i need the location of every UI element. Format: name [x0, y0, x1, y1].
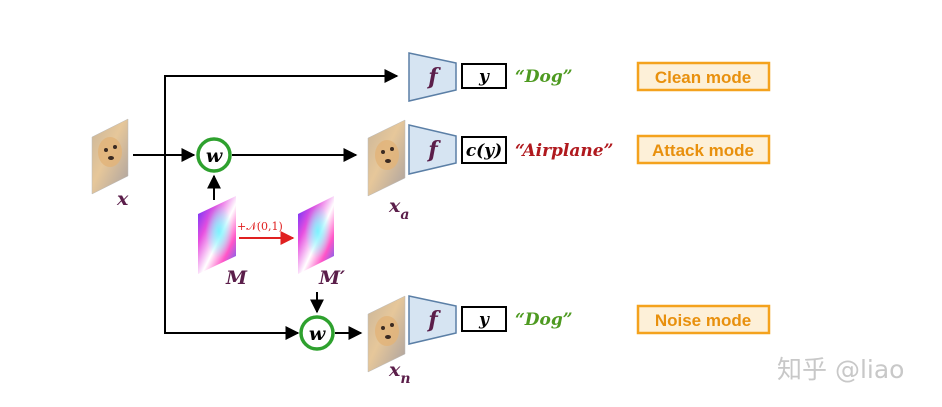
output-box-clean: y — [461, 63, 507, 89]
svg-text:y: y — [478, 67, 490, 87]
svg-text:y: y — [478, 310, 490, 330]
mask-label: M — [225, 267, 248, 289]
mask-noisy-image — [298, 196, 334, 274]
svg-text:w: w — [309, 323, 326, 345]
classifier-attack: f — [408, 124, 457, 175]
mode-noise-badge: Noise mode — [636, 304, 771, 335]
input-image — [91, 118, 129, 195]
mode-clean-badge: Clean mode — [636, 61, 771, 92]
noise-image-label: xn — [388, 359, 411, 387]
classifier-noise: f — [408, 295, 457, 345]
svg-text:f: f — [426, 137, 441, 163]
attack-image-label: xa — [388, 195, 409, 223]
output-box-attack: c(y) — [461, 136, 507, 164]
output-box-noise: y — [461, 306, 507, 332]
prediction-attack: “Airplane” — [515, 141, 613, 161]
svg-text:c(y): c(y) — [466, 141, 502, 161]
noise-label: +𝒩(0,1) — [237, 220, 283, 233]
svg-text:w: w — [206, 145, 223, 167]
classifier-clean: f — [408, 52, 457, 102]
mask-noisy-label: M′ — [318, 267, 345, 289]
mode-attack-badge: Attack mode — [636, 134, 771, 165]
svg-text:f: f — [426, 307, 441, 333]
attack-image — [367, 119, 406, 197]
w-node-top: w — [196, 137, 232, 173]
prediction-noise: “Dog” — [515, 310, 573, 330]
svg-text:Attack mode: Attack mode — [652, 141, 754, 160]
mask-image — [198, 196, 236, 274]
watermark: 知乎 @liao — [777, 355, 904, 384]
svg-text:f: f — [426, 64, 441, 90]
noise-image — [367, 295, 406, 373]
connectors — [133, 69, 399, 340]
svg-text:Noise mode: Noise mode — [655, 311, 751, 330]
svg-text:Clean mode: Clean mode — [655, 68, 751, 87]
input-label: x — [116, 188, 129, 210]
prediction-clean: “Dog” — [515, 67, 573, 87]
w-node-bottom: w — [299, 315, 335, 351]
